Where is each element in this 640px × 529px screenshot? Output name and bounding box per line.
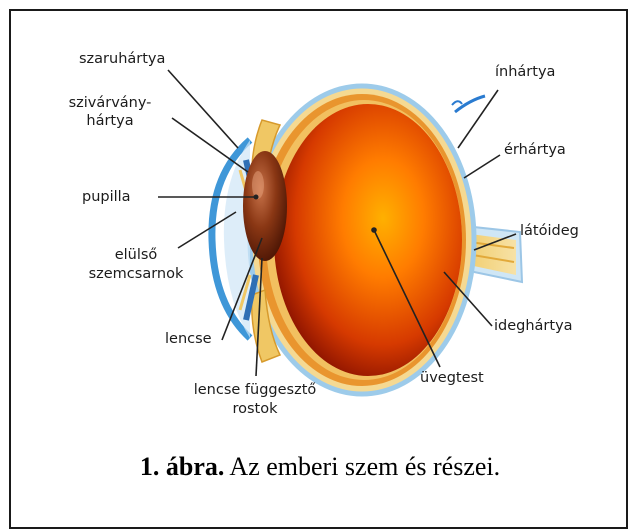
- caption-number: 1. ábra.: [140, 452, 225, 481]
- vitreous-dot: [371, 227, 377, 233]
- vitreous-body: [274, 104, 462, 376]
- label-elulso-2: szemcsarnok: [76, 265, 196, 283]
- label-erhartya: érhártya: [504, 141, 566, 159]
- label-szivarvanyhartya-2: hártya: [60, 112, 160, 130]
- label-fuggeszto-2: rostok: [170, 400, 340, 418]
- label-szaruhartya: szaruhártya: [79, 50, 165, 68]
- label-szivarvanyhartya-1: szivárvány-: [60, 94, 160, 112]
- vessel: [455, 96, 485, 112]
- label-fuggeszto-1: lencse függesztő: [170, 381, 340, 399]
- label-ideghartya: ideghártya: [494, 317, 573, 335]
- figure-caption: 1. ábra. Az emberi szem és részei.: [0, 452, 640, 482]
- label-latoideg: látóideg: [520, 222, 579, 240]
- lens: [243, 151, 287, 261]
- caption-text: Az emberi szem és részei.: [224, 452, 500, 481]
- label-pupilla: pupilla: [82, 188, 131, 206]
- label-elulso-1: elülső: [76, 246, 196, 264]
- label-uvegtest: üvegtest: [420, 369, 484, 387]
- label-inhartya: ínhártya: [495, 63, 555, 81]
- pupil-dot: [254, 195, 259, 200]
- label-lencse: lencse: [165, 330, 212, 348]
